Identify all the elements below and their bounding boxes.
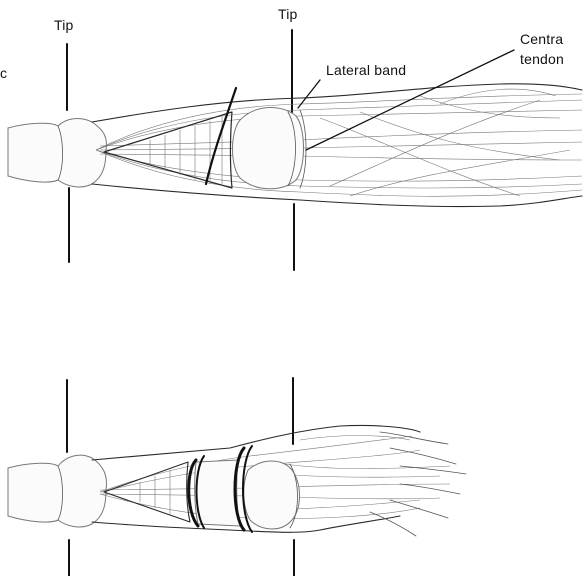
tendon-fibers-top: [96, 89, 582, 196]
triangle-hatching-b: [140, 470, 170, 514]
tip-label-right: Tip: [278, 6, 298, 22]
finger-outline-top-b: [92, 425, 420, 460]
central-tendon-label-line1: Centra: [520, 31, 563, 47]
middle-phalanx-segment-b: [195, 460, 240, 526]
incision-line-top: [206, 88, 236, 184]
lateral-band-label: Lateral band: [326, 62, 406, 78]
middle-phalanx-head-top: [233, 107, 304, 188]
edge-mark: c: [0, 65, 7, 81]
top-panel: c: [0, 6, 582, 270]
distal-phalanx-top: [8, 119, 106, 187]
lateral-band-triangle-b: [104, 462, 190, 522]
middle-phalanx-head-b: [244, 461, 300, 529]
distal-phalanx-bottom: [8, 455, 106, 527]
bottom-panel: [8, 378, 466, 576]
finger-outline-bottom: [92, 184, 582, 207]
central-tendon-label-line2: tendon: [520, 51, 564, 67]
tip-label-left: Tip: [54, 17, 74, 33]
